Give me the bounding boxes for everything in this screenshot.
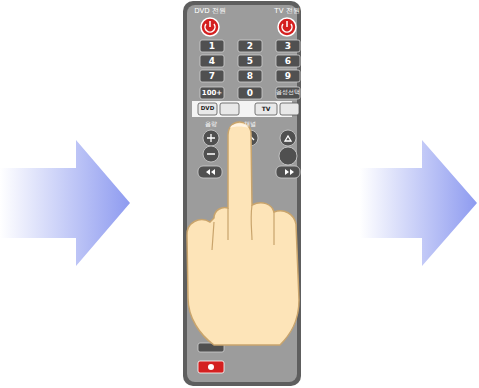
button-label: 4	[209, 57, 215, 66]
button-label: 음량	[205, 121, 217, 127]
button-label: 7	[209, 72, 215, 81]
button-label: 음성선택	[276, 90, 300, 96]
pressing-hand	[187, 122, 299, 345]
button-label: 2	[247, 42, 253, 51]
button-label: DVD	[201, 106, 214, 112]
button-label: TV	[262, 106, 271, 112]
button-label: 1	[209, 42, 215, 51]
button-label: 0	[247, 89, 253, 98]
button-label: DVD 전원	[194, 8, 226, 15]
button-label: 채널	[244, 121, 256, 127]
button-label: TV 전원	[274, 8, 299, 15]
button-label: 6	[285, 57, 291, 66]
button-label: 5	[247, 57, 253, 66]
button-label: 100+	[202, 90, 222, 97]
button-label: 9	[285, 72, 291, 81]
button-label: 3	[285, 42, 291, 51]
remote-body	[183, 1, 301, 386]
right-arrow	[360, 140, 477, 266]
button-label: 8	[247, 72, 253, 81]
left-arrow	[0, 140, 130, 266]
